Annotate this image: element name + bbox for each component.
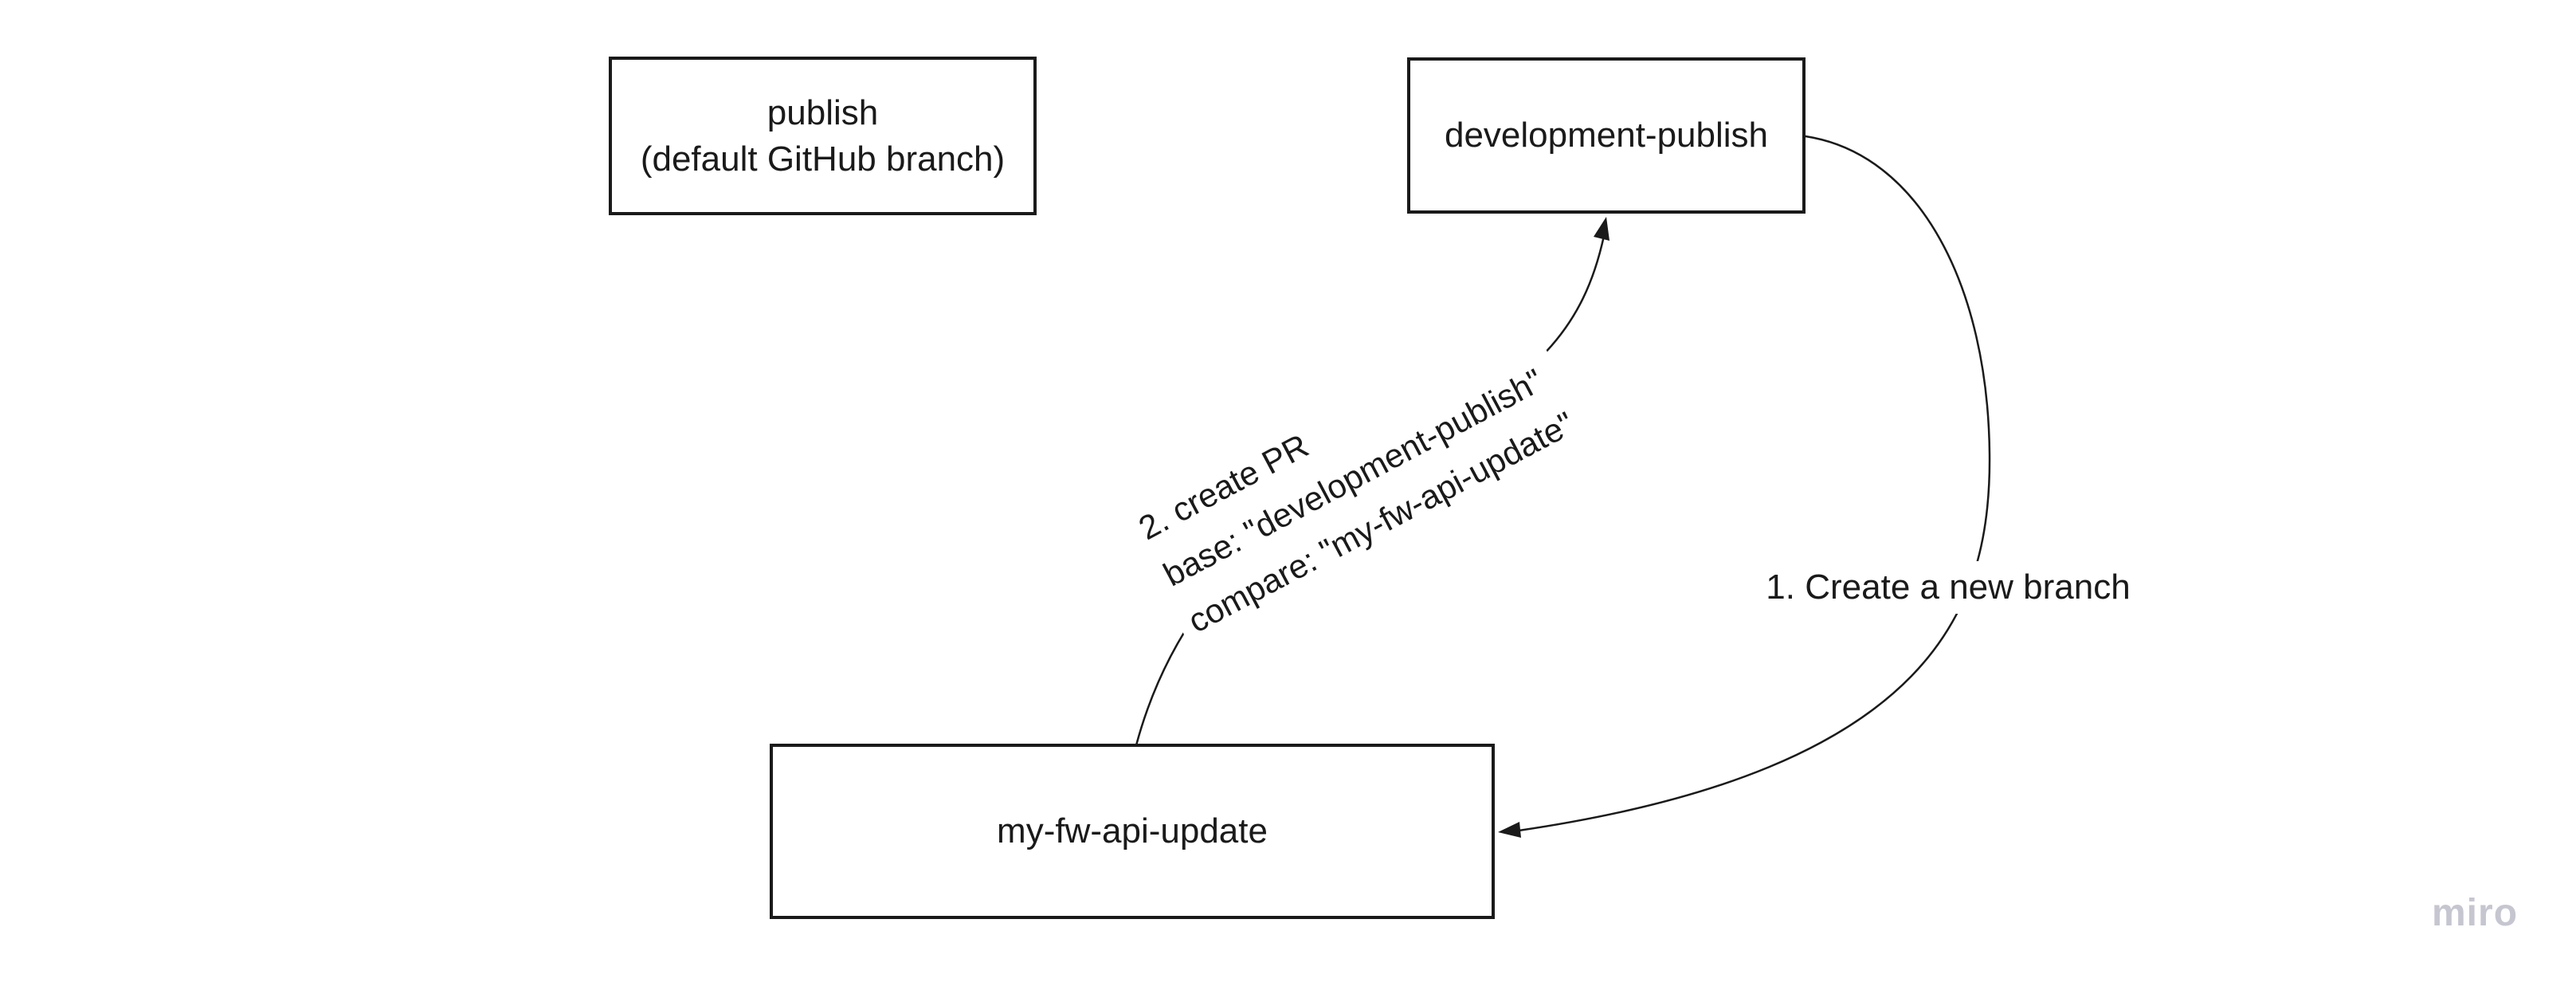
connector-create-branch[interactable] [1498,135,1991,838]
node-publish-label-line2: (default GitHub branch) [640,139,1006,179]
node-development-publish[interactable]: development-publish [1407,57,1806,214]
node-publish[interactable]: publish (default GitHub branch) [609,57,1037,215]
arrowhead-up-icon [1594,217,1610,241]
arrowhead-left-icon [1498,822,1521,838]
edge-label-create-branch[interactable]: 1. Create a new branch [1753,561,2143,614]
node-my-fw-api-update[interactable]: my-fw-api-update [770,744,1495,919]
connector-create-branch-line [1517,135,1991,832]
node-development-publish-label: development-publish [1444,116,1769,155]
node-publish-label-line1: publish [767,92,879,132]
node-my-fw-api-update-label: my-fw-api-update [997,811,1268,850]
miro-watermark-logo: miro [2432,892,2519,934]
